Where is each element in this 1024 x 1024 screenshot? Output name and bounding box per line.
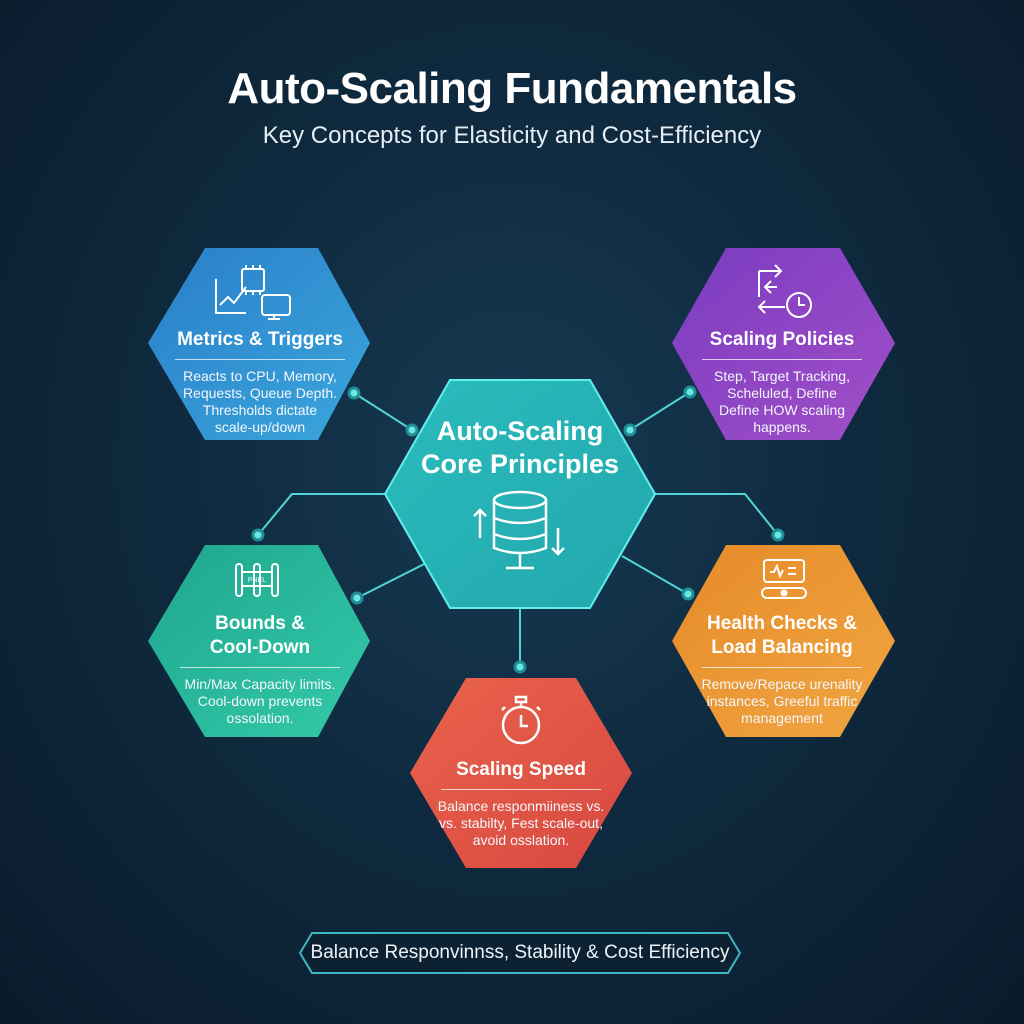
divider [702, 667, 862, 668]
body-line: Cool-down prevents [197, 693, 323, 709]
title-line: Cool-Down [209, 637, 311, 658]
card-title: Scaling Speed [456, 759, 586, 780]
card-body: Step, Target Tracking, Scheluled, Define… [692, 368, 872, 436]
card-body: Min/Max Capacity limits. Cool-down preve… [170, 676, 350, 727]
svg-text:PNEL: PNEL [248, 577, 266, 584]
card-bounds-cooldown: Bounds & Cool-Down Min/Max Capacity limi… [170, 612, 350, 727]
title-line: Bounds & [215, 613, 305, 634]
body-line: management [741, 710, 823, 726]
divider [180, 667, 340, 668]
hex-center [383, 379, 657, 609]
body-line: Min/Max Capacity limits. [184, 676, 336, 692]
body-line: Thresholds dictate [202, 402, 318, 418]
card-scaling-policies: Scaling Policies Step, Target Tracking, … [692, 328, 872, 436]
bounds-rack-icon: PNEL [235, 563, 279, 597]
card-title: Bounds & Cool-Down [170, 612, 350, 660]
card-title: Scaling Policies [709, 329, 855, 350]
metrics-chart-cpu-icon [215, 265, 291, 320]
hex-metrics [148, 248, 370, 440]
hex-policies [672, 248, 895, 440]
title-line: Health Checks & [707, 613, 857, 634]
page-subtitle: Key Concepts for Elasticity and Cost-Eff… [262, 122, 762, 149]
divider [441, 789, 601, 790]
body-line: Define HOW scaling [718, 402, 846, 418]
database-scale-icon [473, 490, 565, 570]
body-line: scale-up/down [214, 419, 306, 435]
body-line: Scheluled, Define [727, 385, 837, 401]
card-scaling-speed: Scaling Speed Balance responmiiness vs. … [431, 758, 611, 849]
health-monitor-icon [761, 559, 807, 599]
body-line: vs. stabilty, Fest scale-out, [439, 815, 603, 831]
connector-dots [251, 385, 785, 674]
hex-health [672, 545, 895, 737]
card-title: Health Checks & Load Balancing [692, 612, 872, 660]
card-body: Remove/Repace urenality instances, Greef… [692, 676, 872, 727]
body-line: instances, Greeful traffic [706, 693, 858, 709]
card-metrics-triggers: Metrics & Triggers Reacts to CPU, Memory… [170, 328, 350, 436]
title-line: Load Balancing [711, 637, 853, 658]
body-line: Step, Target Tracking, [714, 368, 850, 384]
policy-arrows-clock-icon [757, 264, 812, 318]
body-line: happens. [753, 419, 811, 435]
card-health-load-balancing: Health Checks & Load Balancing Remove/Re… [692, 612, 872, 727]
body-line: ossolation. [226, 710, 294, 726]
center-title: Auto-Scaling Core Principles [385, 415, 655, 481]
body-line: Remove/Repace urenality [701, 676, 863, 692]
center-title-line2: Core Principles [420, 449, 620, 479]
center-title-line1: Auto-Scaling [436, 416, 604, 446]
body-line: Balance responmiiness vs. [437, 798, 605, 814]
body-line: Requests, Queue Depth. [182, 385, 338, 401]
footer-banner: Balance Responvinnss, Stability & Cost E… [310, 942, 730, 963]
hex-speed [410, 678, 632, 868]
card-body: Reacts to CPU, Memory, Requests, Queue D… [170, 368, 350, 436]
footer-banner-frame [298, 932, 742, 974]
card-title: Metrics & Triggers [177, 329, 343, 350]
divider [175, 359, 345, 360]
page-title: Auto-Scaling Fundamentals [227, 64, 797, 113]
body-line: avoid osslation. [472, 832, 570, 848]
card-body: Balance responmiiness vs. vs. stabilty, … [431, 798, 611, 849]
body-line: Reacts to CPU, Memory, [183, 368, 337, 384]
hex-bounds [148, 545, 370, 737]
divider [702, 359, 862, 360]
stopwatch-icon [501, 695, 541, 745]
